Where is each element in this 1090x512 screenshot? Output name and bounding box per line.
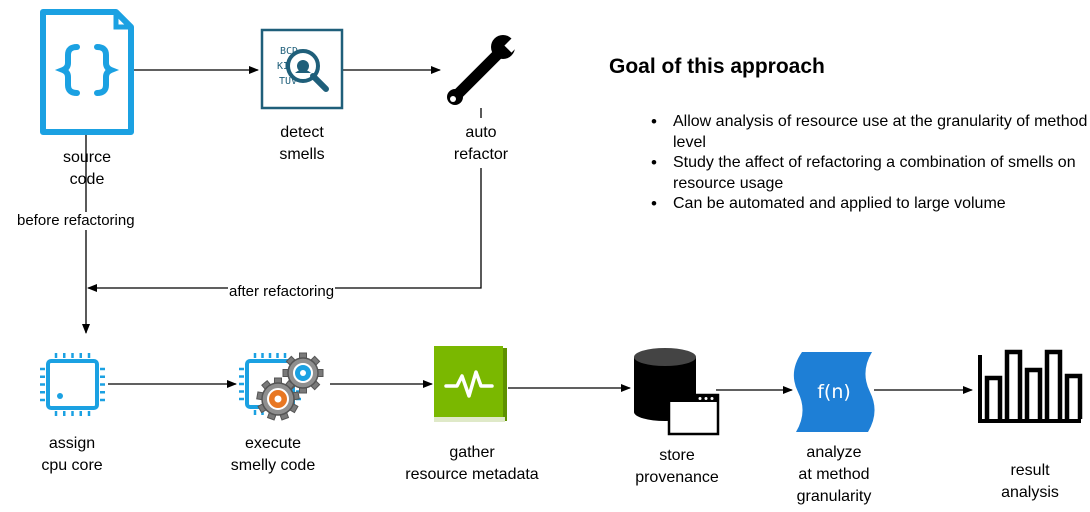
source-code-file-icon [40,9,134,135]
bar-outline [1064,373,1083,419]
edge-label-after-refactoring: after refactoring [228,283,336,301]
label-gather: gather resource metadata [405,444,539,483]
bar-outline [1004,349,1023,419]
goal-item: Can be automated and applied to large vo… [649,194,1089,215]
bar-outline [984,375,1003,419]
gears-icon [239,352,324,421]
svg-text:BCD: BCD [280,46,298,57]
function-scroll-icon: f(n) [793,352,875,432]
label-analyze: analyze at method granularity [796,444,872,505]
goal-item: Study the affect of refactoring a combin… [649,153,1089,194]
label-execute: execute smelly code [230,435,316,474]
label-detect-smells: detect smells [279,124,325,163]
svg-text:TUV: TUV [279,76,297,87]
database-window-icon [634,348,720,436]
cpu-chip-icon [40,353,105,416]
goal-item: Allow analysis of resource use at the gr… [649,112,1089,153]
label-source-code: source code [62,149,112,188]
svg-text:f(n): f(n) [817,381,851,403]
bar-chart-icon [978,349,1083,423]
goal-list: Allow analysis of resource use at the gr… [649,112,1089,215]
svg-text:KI: KI [277,61,289,72]
bar-outline [1044,349,1063,419]
label-assign-cpu: assign cpu core [41,435,103,474]
label-auto-refactor: auto refactor [453,124,509,163]
bar-outline [1024,367,1043,419]
magnifier-code-smell-icon: BCD KI TUV [260,28,344,110]
goal-title: Goal of this approach [609,55,825,78]
label-result: result analysis [1001,462,1059,501]
edge-after-refactoring [87,108,482,292]
edge-label-before-refactoring: before refactoring [16,212,136,230]
label-store: store provenance [635,447,719,486]
monitoring-book-icon [434,346,507,422]
wrench-icon [447,35,520,105]
